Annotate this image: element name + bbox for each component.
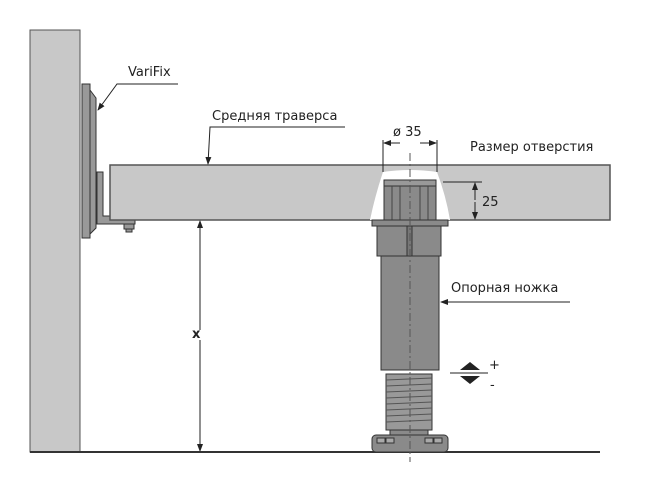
wall (29, 29, 81, 453)
middle-traverse-label: Средняя траверса (212, 109, 337, 124)
diameter-label: ø 35 (393, 125, 422, 140)
varifix-label: VariFix (128, 65, 171, 80)
hole-size-label: Размер отверстия (470, 140, 593, 155)
minus-label: - (490, 378, 495, 393)
plus-label: + (489, 358, 500, 373)
middle-traverse-beam (109, 164, 611, 221)
varifix-leader (97, 83, 178, 111)
depth-label: 25 (482, 195, 499, 210)
height-adjust-icon (450, 362, 488, 384)
middle-traverse-leader (205, 126, 345, 165)
height-variable-label: x (192, 327, 201, 342)
support-leg-label: Опорная ножка (451, 281, 558, 296)
